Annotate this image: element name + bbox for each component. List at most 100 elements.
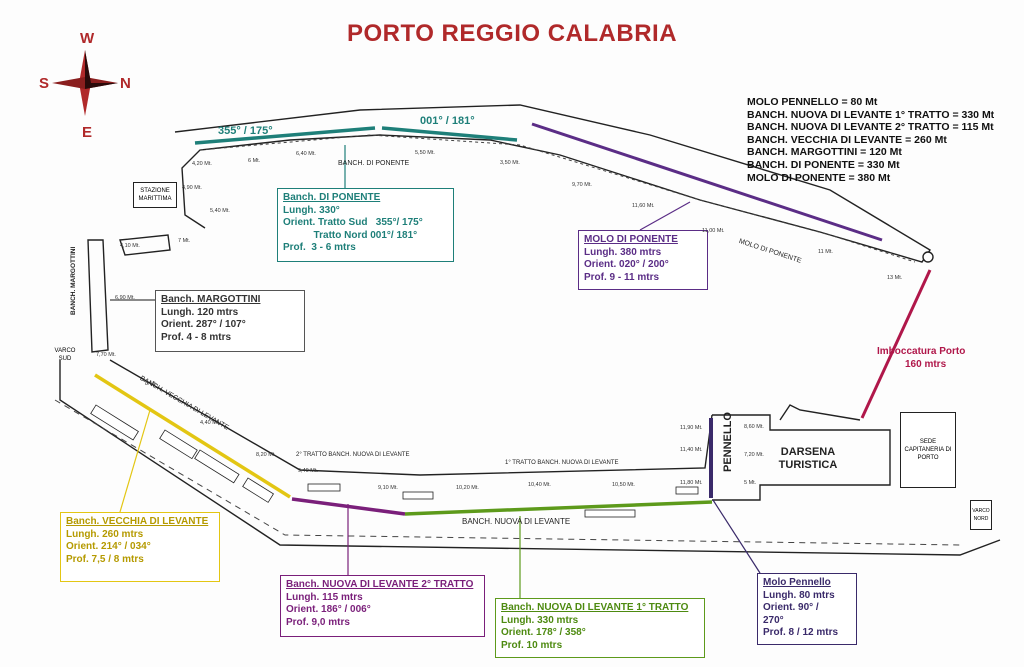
depth-label: 9,40 Mt. [298, 468, 318, 474]
banch-ponente-label: BANCH. DI PONENTE [338, 160, 410, 167]
depth-label: 11,60 Mt. [632, 203, 655, 209]
depth-label: 7,20 Mt. [744, 452, 764, 458]
lighthouse-icon [922, 251, 934, 263]
bollard-box-2 [402, 491, 434, 500]
darsena-label: DARSENA TURISTICA [778, 446, 838, 471]
stazione-marittima: STAZIONE MARITTIMA [133, 182, 177, 208]
varco-nord: VARCO NORD [970, 500, 992, 530]
legend-line: BANCH. VECCHIA DI LEVANTE = 260 Mt [747, 133, 947, 146]
box-line: Lungh. 80 mtrs [763, 589, 835, 601]
depth-label: 4,90 Mt. [182, 185, 202, 191]
capitaneria-building: SEDE CAPITANERIA DI PORTO [900, 412, 956, 488]
depth-label: 11 Mt. [818, 249, 833, 255]
depth-label: 10,40 Mt. [528, 482, 551, 488]
bollard-box-3 [584, 509, 636, 518]
banch-nuova-label: BANCH. NUOVA DI LEVANTE [462, 517, 571, 526]
box-line: Orient. 214° / 034° [66, 541, 151, 552]
box-line: 270° [763, 614, 784, 626]
depth-label: 6,40 Mt. [296, 151, 316, 157]
ponente-dashes [199, 134, 916, 263]
inner-basin-outline [109, 359, 713, 476]
box-line: Orient. Tratto Sud 355°/ 175° [283, 217, 423, 228]
box-title: MOLO DI PONENTE [584, 234, 678, 245]
depth-label: 13 Mt. [887, 275, 903, 281]
imboccatura-line [860, 269, 932, 419]
box-line: Lungh. 115 mtrs [286, 591, 363, 603]
box-line: Prof. 3 - 6 mtrs [283, 242, 356, 253]
vecchia-levante-segment [94, 373, 291, 499]
depot-1 [90, 404, 139, 441]
legend-line: BANCH. NUOVA DI LEVANTE 1° TRATTO = 330 … [747, 108, 995, 121]
box-title: Banch. DI PONENTE [283, 192, 381, 203]
box-title: Banch. MARGOTTINI [161, 294, 261, 305]
box-line: Lungh. 330° [283, 204, 340, 216]
depth-label: 4,40 Mt. [200, 420, 220, 426]
ponente-right-label: 001° / 181° [420, 115, 475, 127]
darsena-outline [712, 414, 891, 501]
box-line: Orient. 287° / 107° [161, 319, 246, 330]
box-line: Lungh. 260 mtrs [66, 528, 144, 540]
bollard-box-4 [675, 486, 699, 495]
ponente-left-label: 355° / 175° [218, 125, 273, 137]
box-line: Prof. 9 - 11 mtrs [584, 271, 660, 283]
west-pier-outline [87, 239, 109, 353]
molo-ponente-segment [531, 122, 883, 242]
margottini-label: BANCH. MARGOTTINI [70, 246, 77, 315]
box-line: Lungh. 120 mtrs [161, 306, 239, 318]
box-line: Orient. 186° / 006° [286, 604, 371, 615]
imboccatura-title: Imboccatura Porto [877, 346, 966, 357]
depth-label: 9,70 Mt. [572, 182, 592, 188]
levante1-segment [404, 500, 713, 516]
depth-label: 5 Mt. [744, 480, 757, 486]
box-line: Orient. 020° / 200° [584, 259, 669, 270]
depot-3 [194, 449, 240, 484]
depth-label: 10,50 Mt. [612, 482, 635, 488]
box-title: Banch. NUOVA DI LEVANTE 1° TRATTO [501, 602, 689, 613]
depth-label: 8 Mt. [145, 381, 158, 387]
legend-line: BANCH. NUOVA DI LEVANTE 2° TRATTO = 115 … [747, 121, 994, 134]
box-title: Banch. VECCHIA DI LEVANTE [66, 516, 209, 527]
depth-label: 11,90 Mt. [680, 425, 703, 431]
box-line: Lungh. 380 mtrs [584, 246, 662, 258]
depth-label: 8,60 Mt. [744, 424, 764, 430]
pennello-leader [712, 499, 761, 574]
box-line: Prof. 9,0 mtrs [286, 616, 350, 628]
depth-label: 7,70 Mt. [96, 352, 116, 358]
depot-4 [242, 477, 274, 503]
depth-label: 4,10 Mt. [120, 243, 140, 249]
depth-label: 11,80 Mt. [680, 480, 703, 486]
breakwater-east [779, 404, 861, 421]
legend-line: BANCH. MARGOTTINI = 120 Mt [747, 146, 902, 159]
varco-sud: VARCO SUD [54, 348, 76, 362]
box-line: Prof. 8 / 12 mtrs [763, 627, 839, 638]
depth-label: 11,40 Mt. [680, 447, 703, 453]
depth-label: 6,90 Mt. [115, 295, 135, 301]
depth-label: 8,20 Mt. [256, 452, 276, 458]
depth-label: 5,50 Mt. [415, 150, 435, 156]
imboccatura-length: 160 mtrs [905, 359, 947, 370]
depth-label: 4,20 Mt. [192, 161, 212, 167]
molo-leader [639, 201, 691, 231]
compass-s: S [39, 75, 50, 92]
depot-2 [159, 429, 198, 460]
box-title: Banch. NUOVA DI LEVANTE 2° TRATTO [286, 579, 474, 590]
compass-n: N [120, 75, 131, 92]
road-dashes [54, 399, 961, 546]
depth-label: 6 Mt. [248, 158, 261, 164]
tratto2-label: 2° TRATTO BANCH. NUOVA DI LEVANTE [296, 452, 410, 458]
vecchia-leader [119, 409, 151, 513]
ponente-south-segment [194, 126, 376, 145]
box-title: Molo Pennello [763, 577, 831, 588]
box-line: Lungh. 330 mtrs [501, 614, 579, 626]
legend-line: MOLO DI PONENTE = 380 Mt [747, 171, 891, 184]
page-title: PORTO REGGIO CALABRIA [346, 20, 678, 47]
compass-w: W [80, 30, 95, 47]
